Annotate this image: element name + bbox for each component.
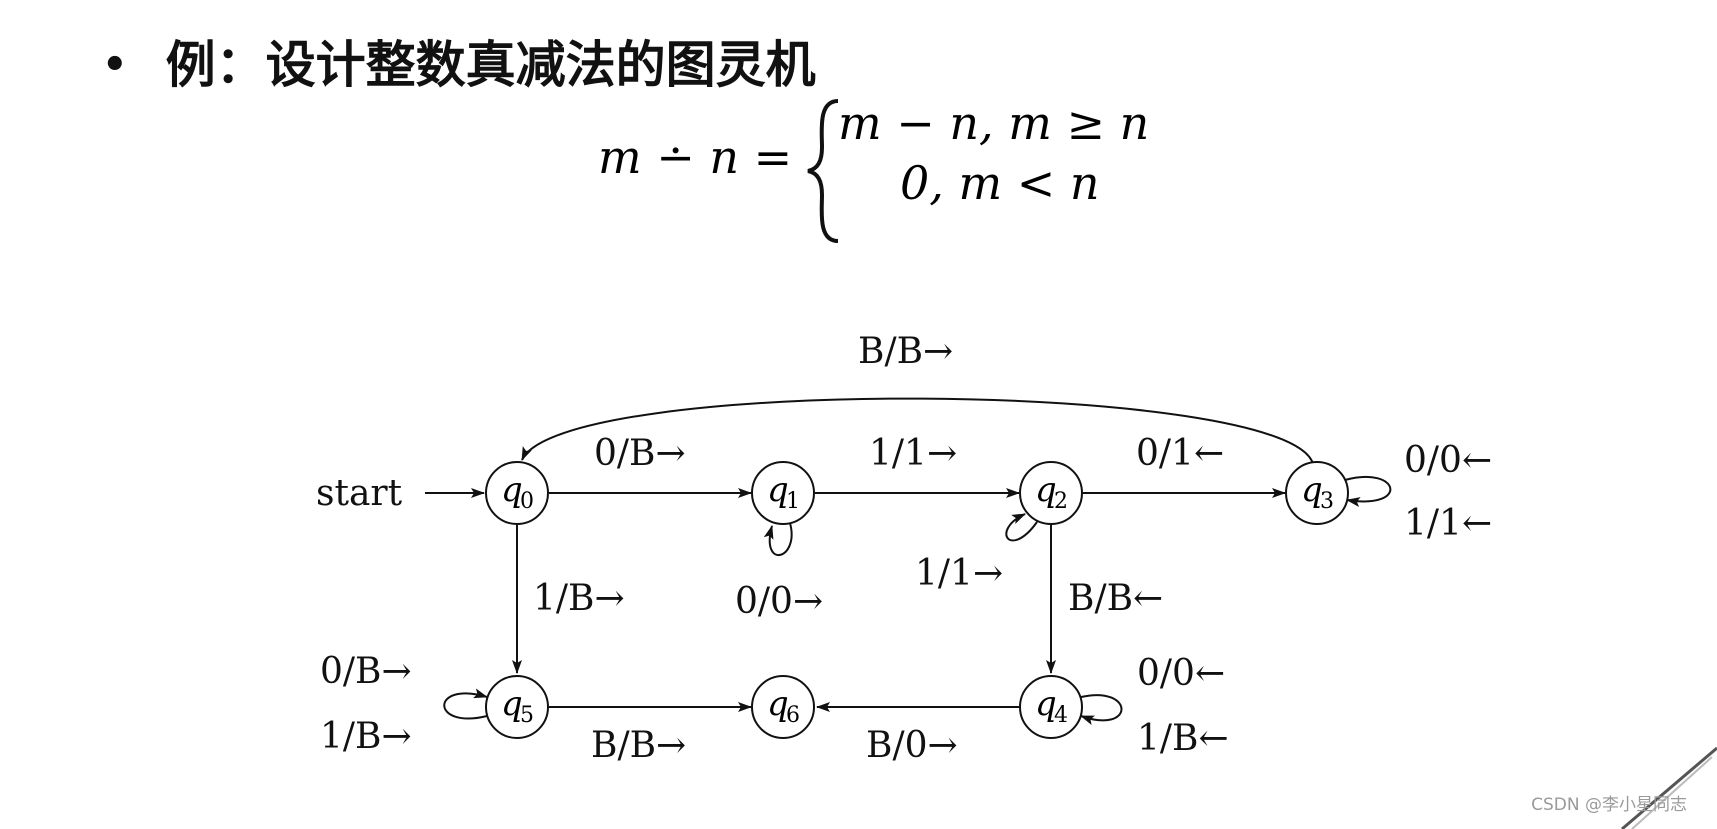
svg-text:2: 2	[1054, 489, 1068, 514]
svg-text:3: 3	[1320, 489, 1334, 514]
state-q4: q 4	[1019, 675, 1083, 739]
svg-text:q: q	[767, 684, 789, 724]
svg-text:q: q	[767, 470, 789, 510]
state-q1: q 1	[751, 461, 815, 525]
label-q0-q1: 0/B→	[594, 433, 686, 474]
loop-q3	[1344, 475, 1392, 507]
state-q2: q 2	[1019, 461, 1083, 525]
label-q2-loop: 1/1→	[915, 553, 1003, 594]
svg-text:q: q	[501, 470, 523, 510]
svg-text:0: 0	[520, 489, 534, 514]
slide-title: • 例：设计整数真减法的图灵机	[102, 30, 816, 100]
page-curl-decoration	[1621, 746, 1717, 829]
svg-text:4: 4	[1054, 703, 1068, 728]
svg-text:q: q	[1035, 684, 1057, 724]
formula-case-2: 0, m < n	[900, 156, 1100, 210]
state-q0: q 0	[485, 461, 549, 525]
label-q5-q6: B/B→	[591, 725, 686, 766]
label-q3-q0: B/B→	[858, 331, 953, 372]
piecewise-formula: m ∸ n = m − n, m ≥ n 0, m < n	[598, 96, 1149, 243]
bullet-point: •	[102, 42, 128, 88]
svg-text:1: 1	[786, 489, 800, 514]
state-q6: q 6	[751, 675, 815, 739]
formula-case-1: m − n, m ≥ n	[838, 96, 1149, 150]
label-q3-loop-0: 0/0←	[1404, 440, 1492, 481]
loop-q4	[1080, 694, 1123, 726]
formula-brace	[807, 99, 839, 243]
state-q5: q 5	[485, 675, 549, 739]
csdn-watermark: CSDN @李小星同志	[1531, 795, 1687, 815]
formula-lhs: m ∸ n =	[598, 130, 792, 184]
svg-text:q: q	[501, 684, 523, 724]
svg-text:q: q	[1035, 470, 1057, 510]
label-q5-loop-1: 1/B→	[320, 716, 412, 757]
label-q4-q6: B/0→	[866, 725, 958, 766]
label-q3-loop-1: 1/1←	[1404, 503, 1492, 544]
loop-q1	[763, 522, 793, 556]
state-q3: q 3	[1285, 461, 1349, 525]
svg-text:q: q	[1301, 470, 1323, 510]
label-q5-loop-0: 0/B→	[320, 651, 412, 692]
label-q1-q2: 1/1→	[869, 433, 957, 474]
svg-text:5: 5	[520, 703, 534, 728]
label-q0-q5: 1/B→	[533, 578, 625, 619]
loop-q2	[1005, 513, 1038, 542]
label-q4-loop-0: 0/0←	[1137, 653, 1225, 694]
label-q4-loop-1: 1/B←	[1137, 718, 1229, 759]
edge-q3-q0	[521, 397, 1314, 465]
title-text: 例：设计整数真减法的图灵机	[165, 36, 816, 94]
label-q1-loop: 0/0→	[735, 581, 823, 622]
label-q2-q4: B/B←	[1068, 578, 1163, 619]
loop-q5	[443, 688, 488, 720]
start-label: start	[316, 473, 403, 514]
label-q2-q3: 0/1←	[1136, 433, 1224, 474]
svg-text:6: 6	[786, 703, 800, 728]
